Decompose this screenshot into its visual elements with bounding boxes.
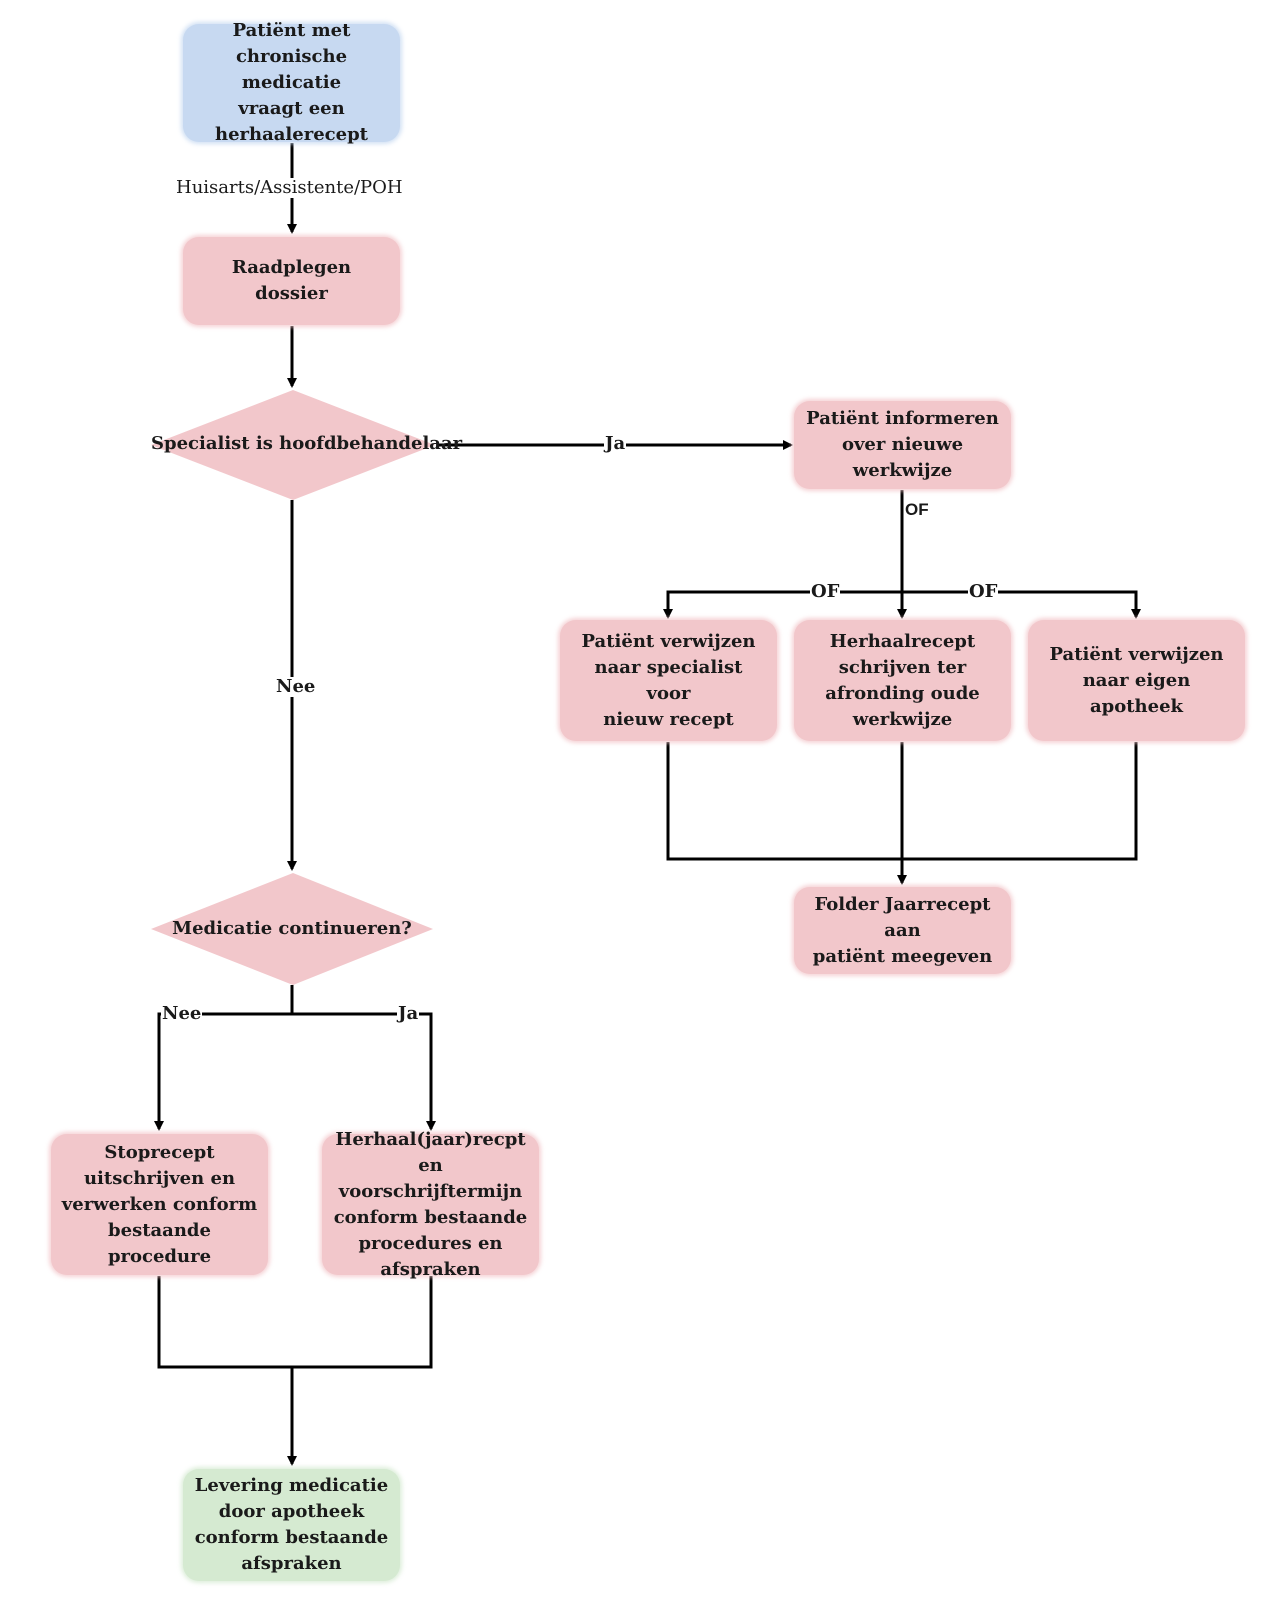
connector-ja-herhaal	[292, 1012, 436, 1131]
connector-of-right	[902, 590, 1141, 619]
edge-label-nee-left: Nee	[161, 1003, 203, 1024]
herhaal-jaarrecept-node: Herhaal(jaar)recpt en voorschrijftermijn…	[322, 1129, 539, 1280]
herhaalrecept-oude-text: Herhaalrecept schrijven ter afronding ou…	[825, 630, 980, 730]
medicatie-decision-label: Medicatie continueren?	[172, 918, 412, 939]
stoprecept-text: Stoprecept uitschrijven en verwerken con…	[61, 1141, 258, 1267]
decision-diamond-medicatie	[151, 873, 433, 985]
verwijzen-specialist-node: Patiënt verwijzen naar specialist voor n…	[560, 620, 777, 741]
levering-text: Levering medicatie door apotheek conform…	[194, 1475, 389, 1574]
folder-node: Folder Jaarrecept aan patiënt meegeven	[794, 887, 1011, 974]
connector-nee-stoprecept	[154, 1012, 292, 1131]
verwijzen-specialist-text: Patiënt verwijzen naar specialist voor n…	[581, 630, 756, 730]
edge-label-of-left: OF	[810, 581, 841, 602]
informeren-node: Patiënt informeren over nieuwe werkwijze	[794, 401, 1011, 489]
verwijzen-apotheek-text: Patiënt verwijzen naar eigen apotheek	[1049, 643, 1224, 717]
start-node-text: Patiënt met chronische medicatie vraagt …	[215, 20, 368, 145]
connector-of-left	[663, 590, 902, 619]
stoprecept-node: Stoprecept uitschrijven en verwerken con…	[51, 1134, 268, 1275]
edge-label-role: Huisarts/Assistente/POH	[175, 177, 404, 198]
decision-diamond-specialist	[151, 390, 435, 500]
raadplegen-dossier-text: Raadplegen dossier	[231, 257, 352, 304]
edge-label-ja-right: Ja	[604, 433, 627, 454]
specialist-decision-label: Specialist is hoofdbehandelaar	[151, 433, 463, 454]
levering-node: Levering medicatie door apotheek conform…	[183, 1469, 400, 1581]
raadplegen-dossier-node: Raadplegen dossier	[183, 237, 400, 325]
folder-text: Folder Jaarrecept aan patiënt meegeven	[812, 893, 993, 967]
edge-label-of-top: OF	[905, 500, 929, 519]
informeren-text: Patiënt informeren over nieuwe werkwijze	[806, 408, 999, 481]
herhaal-jaarrecept-text: Herhaal(jaar)recpt en voorschrijftermijn…	[333, 1128, 528, 1280]
start-node: Patiënt met chronische medicatie vraagt …	[183, 20, 400, 145]
herhaalrecept-oude-node: Herhaalrecept schrijven ter afronding ou…	[794, 620, 1011, 741]
edge-label-ja-bottom: Ja	[397, 1003, 420, 1024]
connector-merge-bottom	[157, 1276, 433, 1369]
verwijzen-apotheek-node: Patiënt verwijzen naar eigen apotheek	[1028, 620, 1245, 741]
edge-label-nee-down: Nee	[275, 676, 317, 697]
edge-label-of-right: OF	[968, 581, 999, 602]
